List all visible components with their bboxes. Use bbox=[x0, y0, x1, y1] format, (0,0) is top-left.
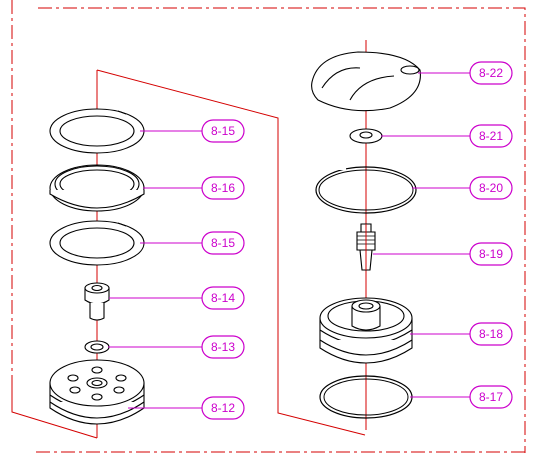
frame-lines bbox=[11, 0, 526, 453]
callout-8-21: 8-21 bbox=[469, 124, 513, 148]
part-8-12-base-disc bbox=[49, 359, 145, 425]
part-8-21-small-washer bbox=[349, 128, 383, 144]
part-8-18-housing bbox=[319, 297, 413, 364]
part-8-15-top-washer bbox=[49, 108, 145, 154]
callout-label: 8-17 bbox=[479, 390, 503, 404]
callout-label: 8-14 bbox=[211, 291, 235, 305]
callout-label: 8-18 bbox=[479, 327, 503, 341]
callout-8-15-bottom: 8-15 bbox=[201, 231, 245, 255]
part-8-14-bushing bbox=[84, 282, 110, 321]
callout-8-18: 8-18 bbox=[469, 322, 513, 346]
callout-label: 8-12 bbox=[211, 401, 235, 415]
leader-lines bbox=[108, 72, 470, 409]
callout-8-17: 8-17 bbox=[469, 385, 513, 409]
part-8-20-snap-ring bbox=[315, 165, 417, 214]
part-8-19-valve bbox=[356, 223, 376, 271]
callout-label: 8-16 bbox=[211, 181, 235, 195]
callout-8-16: 8-16 bbox=[201, 176, 245, 200]
callout-8-12: 8-12 bbox=[201, 396, 245, 420]
callout-label: 8-15 bbox=[211, 124, 235, 138]
callout-8-20: 8-20 bbox=[469, 176, 513, 200]
part-8-16-ring bbox=[49, 164, 145, 212]
callout-label: 8-19 bbox=[479, 247, 503, 261]
callout-label: 8-20 bbox=[479, 181, 503, 195]
callout-8-13: 8-13 bbox=[201, 335, 245, 359]
callout-label: 8-15 bbox=[211, 236, 235, 250]
callout-8-22: 8-22 bbox=[469, 61, 513, 85]
callout-8-19: 8-19 bbox=[469, 242, 513, 266]
callout-label: 8-21 bbox=[479, 129, 503, 143]
callout-label: 8-22 bbox=[479, 66, 503, 80]
part-8-22-cap bbox=[311, 51, 421, 112]
callout-8-15-top: 8-15 bbox=[201, 119, 245, 143]
callout-8-14: 8-14 bbox=[201, 286, 245, 310]
part-8-13-small-washer bbox=[84, 340, 110, 354]
callout-label: 8-13 bbox=[211, 340, 235, 354]
part-8-15-bottom-washer bbox=[49, 220, 145, 266]
